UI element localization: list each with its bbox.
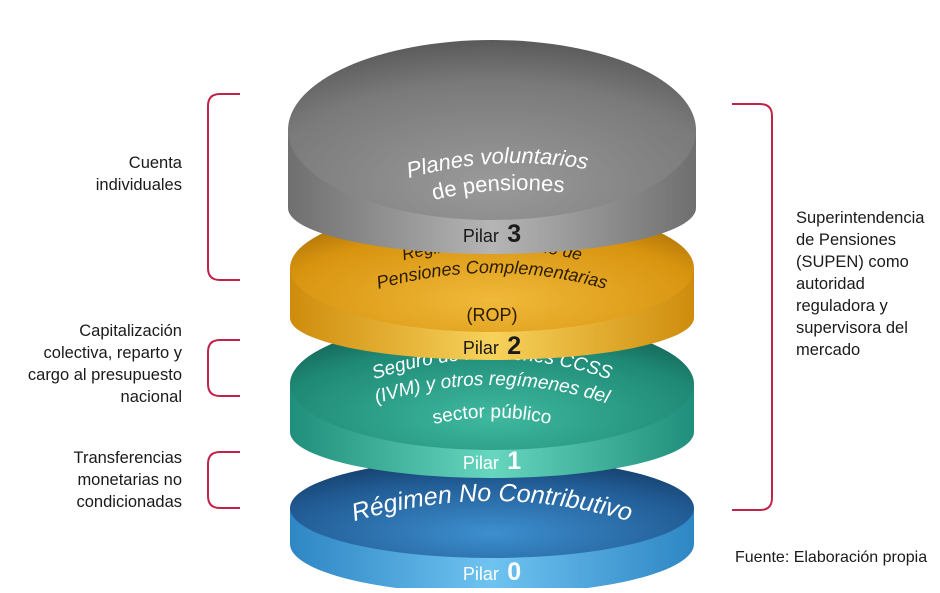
pillar-0-disc: Régimen No Contributivo Pilar 0: [290, 458, 694, 593]
left-bracket-transfers: [207, 451, 240, 509]
right-label-supervision: Superintendencia de Pensiones (SUPEN) co…: [796, 207, 924, 361]
pillar-0-label: Pilar 0: [463, 558, 521, 586]
pillar-2-name-line-3: (ROP): [467, 305, 518, 325]
right-bracket-supervision: [732, 103, 773, 511]
brackets: [207, 93, 773, 511]
right-label-line-3: (SUPEN) como: [796, 253, 909, 271]
pillar-0-top: [290, 458, 694, 558]
right-label-line-1: Superintendencia: [796, 209, 925, 227]
left-label-individual-line-2: individuales: [95, 176, 182, 194]
pillar-3-disc: Planes voluntarios de pensiones Pilar 3: [288, 40, 696, 254]
pillar-1-label: Pilar 1: [463, 447, 521, 475]
left-label-collective-line-1: Capitalización: [79, 322, 182, 340]
left-label-transfers-line-3: condicionadas: [76, 493, 183, 511]
left-label-transfers-line-2: monetarias no: [77, 471, 182, 489]
left-label-collective: Capitalización colectiva, reparto y carg…: [28, 320, 182, 408]
right-label-line-2: de Pensiones: [796, 231, 896, 249]
left-bracket-collective: [207, 339, 240, 397]
left-label-collective-line-2: colectiva, reparto y: [43, 344, 182, 362]
left-label-collective-line-3: cargo al presupuesto: [27, 366, 182, 384]
left-label-individual: Cuenta individuales: [96, 152, 182, 196]
left-label-individual-line-1: Cuenta: [128, 154, 182, 172]
right-label-line-6: supervisora del: [796, 319, 908, 337]
right-label-line-4: autoridad: [796, 275, 865, 293]
pillar-3-top: [288, 40, 696, 220]
right-label-line-7: mercado: [796, 341, 861, 359]
pillar-1-disc: Seguro de Pensiones CCSS (IVM) y otros r…: [290, 318, 694, 478]
right-label-line-5: reguladora y: [796, 297, 888, 315]
left-label-transfers: Transferencias monetarias no condicionad…: [73, 447, 182, 513]
pillar-2-label: Pilar 2: [463, 332, 521, 360]
left-label-transfers-line-1: Transferencias: [73, 449, 182, 467]
source-note: Fuente: Elaboración propia: [735, 549, 928, 566]
pillar-3-label: Pilar 3: [463, 220, 521, 248]
left-bracket-individual: [207, 93, 240, 281]
left-label-collective-line-4: nacional: [120, 388, 182, 406]
